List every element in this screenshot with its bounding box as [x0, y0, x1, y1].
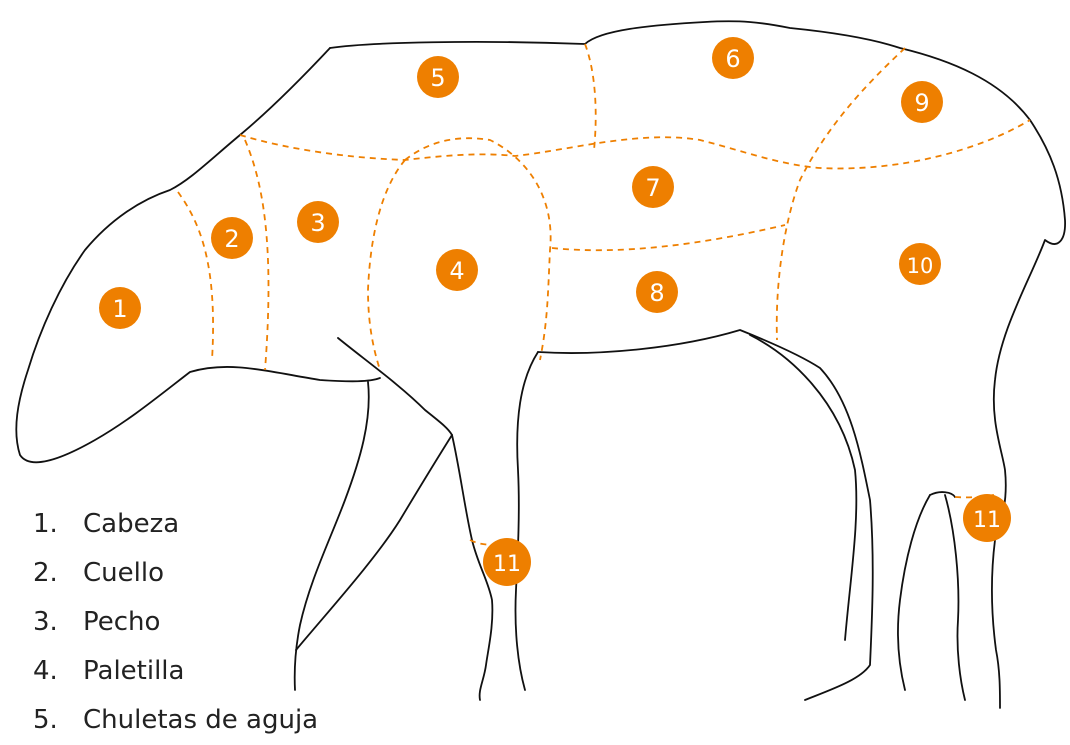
legend-number: 5.	[33, 696, 83, 745]
badge-6: 6	[712, 37, 754, 79]
svg-text:8: 8	[649, 279, 664, 307]
legend-item: 2.Cuello	[33, 549, 318, 598]
legend-number: 4.	[33, 647, 83, 696]
legend-item: 4.Paletilla	[33, 647, 318, 696]
svg-text:1: 1	[112, 295, 127, 323]
legend-label: Chuletas de aguja	[83, 705, 318, 735]
svg-text:4: 4	[449, 257, 464, 285]
legend-number: 1.	[33, 500, 83, 549]
badge-8: 8	[636, 271, 678, 313]
legend-item: 5.Chuletas de aguja	[33, 696, 318, 745]
legend-number: 2.	[33, 549, 83, 598]
legend-label: Cabeza	[83, 509, 179, 539]
badge-2: 2	[211, 217, 253, 259]
svg-text:10: 10	[907, 254, 934, 278]
badge-3: 3	[297, 201, 339, 243]
legend-number: 3.	[33, 598, 83, 647]
legend-label: Cuello	[83, 558, 164, 588]
cut-boundaries	[178, 44, 1030, 545]
badge-11-rear: 11	[963, 494, 1011, 542]
badge-10: 10	[899, 243, 941, 285]
svg-text:5: 5	[430, 64, 445, 92]
badge-1: 1	[99, 287, 141, 329]
badge-5: 5	[417, 56, 459, 98]
cut-legend: 1.Cabeza 2.Cuello 3.Pecho 4.Paletilla 5.…	[33, 500, 318, 745]
legend-label: Paletilla	[83, 656, 184, 686]
svg-text:7: 7	[645, 174, 660, 202]
svg-text:6: 6	[725, 45, 740, 73]
svg-text:11: 11	[973, 508, 1001, 533]
badge-9: 9	[901, 81, 943, 123]
svg-text:3: 3	[310, 209, 325, 237]
legend-item: 3.Pecho	[33, 598, 318, 647]
legend-label: Pecho	[83, 607, 160, 637]
badge-4: 4	[436, 249, 478, 291]
svg-text:9: 9	[914, 89, 929, 117]
badge-7: 7	[632, 166, 674, 208]
badge-11-front: 11	[483, 538, 531, 586]
legend-item: 1.Cabeza	[33, 500, 318, 549]
svg-text:2: 2	[224, 225, 239, 253]
svg-text:11: 11	[493, 552, 521, 577]
